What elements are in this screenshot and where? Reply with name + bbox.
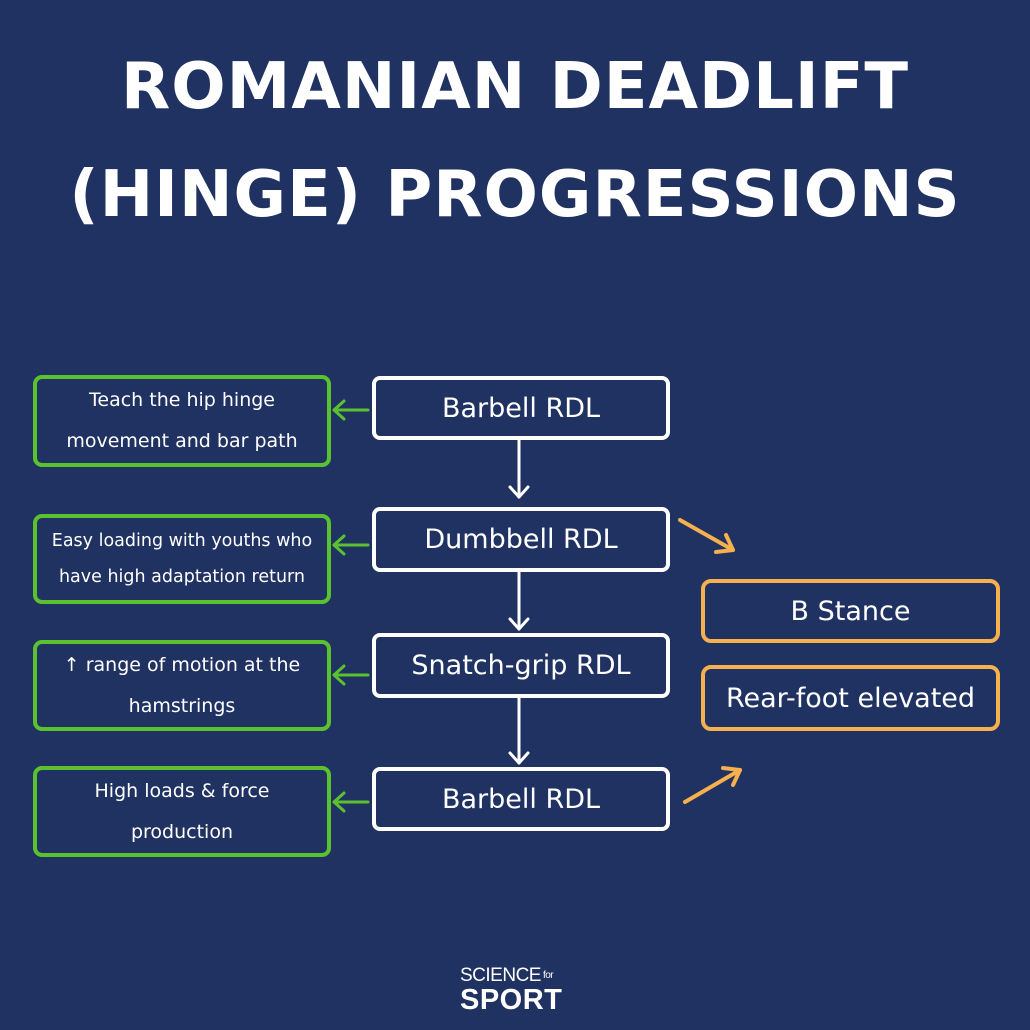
arrow-variation-lower: [683, 768, 742, 804]
note-line: Teach the hip hinge: [89, 389, 275, 411]
note-line: ↑ range of motion at the: [63, 653, 301, 676]
note-line: movement and bar path: [66, 430, 298, 452]
note-line: hamstrings: [128, 694, 236, 717]
logo-science: SCIENCE: [460, 965, 541, 986]
variation-rear-foot-elevated: Rear-foot elevated: [701, 665, 1000, 731]
arrow-step2-step3-head: [508, 617, 530, 631]
step-snatch-grip-rdl: Snatch-grip RDL: [372, 633, 670, 698]
title-line-2: (HINGE) PROGRESSIONS: [69, 158, 961, 232]
note-high-loads: High loads & force production: [33, 766, 331, 857]
arrow-step1-step2-head: [508, 485, 530, 499]
note-easy-loading: Easy loading with youths who have high a…: [33, 514, 331, 604]
step-dumbbell-rdl: Dumbbell RDL: [372, 507, 670, 572]
logo-sport: SPORT: [460, 984, 563, 1016]
arrow-variation-upper: [678, 518, 735, 552]
step-barbell-rdl-loaded: Barbell RDL: [372, 767, 670, 831]
arrow-step3-step4-head: [508, 751, 530, 765]
title-line-1: ROMANIAN DEADLIFT: [120, 50, 910, 124]
note-line: High loads & force: [94, 779, 270, 802]
arrow-variation-lower-head: [721, 766, 742, 787]
arrow-note1-head: [332, 399, 346, 421]
step-barbell-rdl: Barbell RDL: [372, 376, 670, 440]
note-line: have high adaptation return: [58, 567, 306, 587]
arrow-variation-upper-head: [714, 533, 735, 554]
variation-b-stance: B Stance: [701, 579, 1000, 643]
logo-for: for: [542, 970, 554, 981]
arrow-note4-head: [332, 791, 346, 813]
arrow-note3-head: [332, 664, 346, 686]
note-teach-hinge: Teach the hip hinge movement and bar pat…: [33, 375, 331, 467]
arrow-note2-head: [332, 534, 346, 556]
note-line: production: [130, 820, 233, 843]
note-range-of-motion: ↑ range of motion at the hamstrings: [33, 640, 331, 731]
note-line: Easy loading with youths who: [51, 531, 313, 551]
